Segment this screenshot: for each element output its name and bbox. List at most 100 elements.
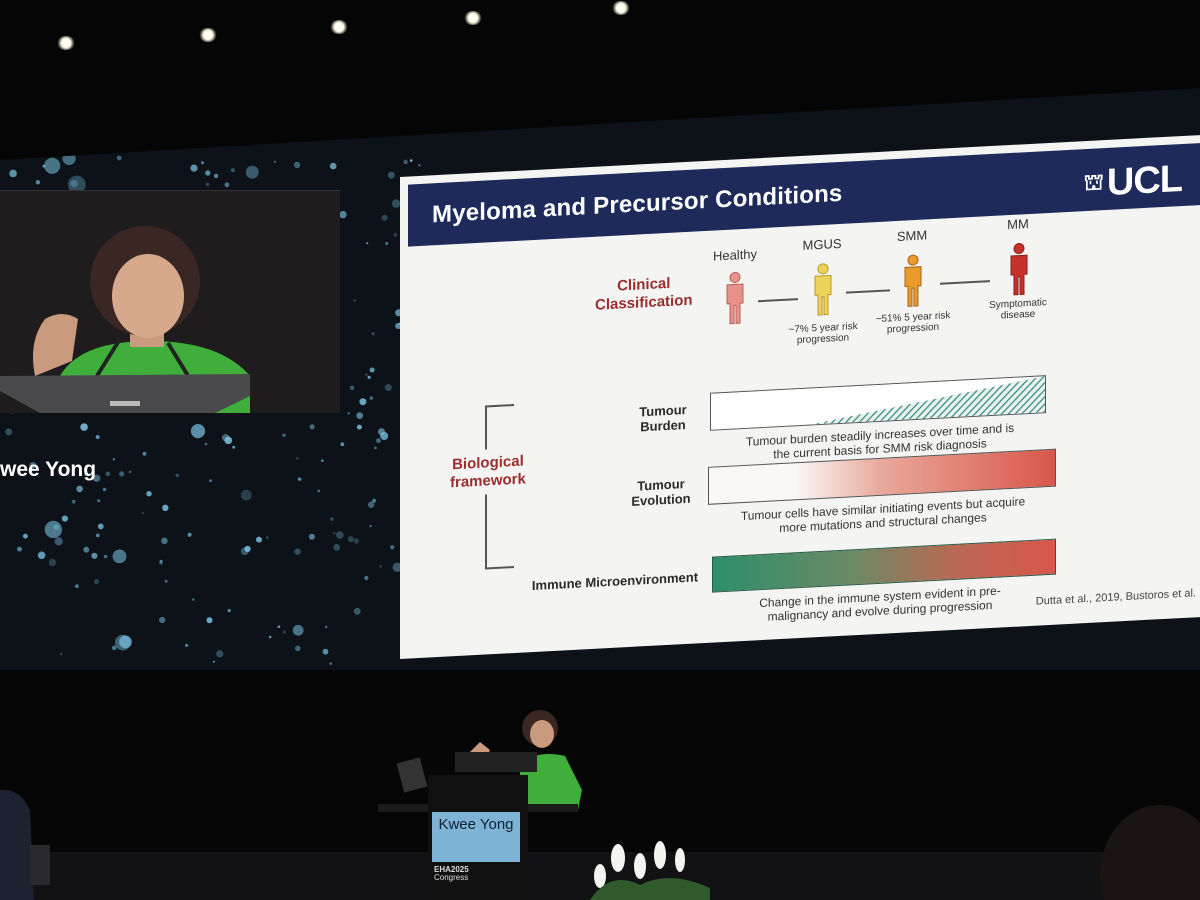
bokeh-dot <box>418 164 421 167</box>
bokeh-dot <box>308 533 315 540</box>
bokeh-dot <box>381 214 388 221</box>
bokeh-dot <box>192 598 195 601</box>
bokeh-dot <box>378 428 385 436</box>
bokeh-dot <box>330 517 334 521</box>
bokeh-dot <box>391 199 401 208</box>
bokeh-dot <box>48 558 57 567</box>
bokeh-dot <box>119 471 125 477</box>
bokeh-dot <box>116 155 122 161</box>
bokeh-dot <box>37 551 46 560</box>
row-label-line2: Evolution <box>631 490 691 509</box>
bokeh-dot <box>35 180 41 185</box>
stage-label: Healthy <box>712 246 758 264</box>
bokeh-dot <box>353 299 356 302</box>
row-label-burden: Tumour Burden <box>628 401 698 435</box>
bokeh-dot <box>227 608 231 613</box>
bokeh-dot <box>329 162 337 170</box>
stage-connector <box>940 280 990 285</box>
bokeh-dot <box>333 532 336 535</box>
bokeh-dot <box>159 559 163 563</box>
bokeh-dot <box>403 159 408 165</box>
framework-bracket <box>485 404 514 570</box>
bokeh-dot <box>44 157 61 174</box>
bokeh-dot <box>23 533 28 539</box>
bokeh-dot <box>392 562 402 572</box>
smm-person-icon <box>904 254 922 307</box>
bokeh-dot <box>349 385 355 391</box>
mgus-person-icon <box>814 263 832 316</box>
bokeh-dot <box>102 487 107 492</box>
stage-connector <box>846 289 890 294</box>
bokeh-dot <box>353 538 359 544</box>
ucl-portico-icon: ⛫ <box>1083 169 1103 196</box>
bokeh-dot <box>92 474 101 482</box>
bokeh-dot <box>209 479 212 482</box>
bokeh-dot <box>369 524 372 528</box>
stage-label: SMM <box>896 227 928 244</box>
stage-note: ~51% 5 year risk progression <box>858 309 968 337</box>
row-label-evolution: Tumour Evolution <box>626 475 696 509</box>
bokeh-dot <box>204 442 208 446</box>
bokeh-dot <box>61 515 68 522</box>
podium-logo-line1: EHA2025 <box>434 865 469 874</box>
bokeh-dot <box>103 554 108 559</box>
bokeh-dot <box>159 561 163 565</box>
ucl-logo-text: UCL <box>1106 158 1182 204</box>
bokeh-dot <box>356 424 362 430</box>
bokeh-dot <box>114 634 131 651</box>
bokeh-dot <box>205 170 211 176</box>
bokeh-dot <box>112 458 115 461</box>
bokeh-dot <box>385 241 389 246</box>
bokeh-dot <box>322 648 329 655</box>
bokeh-dot <box>54 537 63 546</box>
bokeh-dot <box>70 179 78 188</box>
bokeh-dot <box>293 161 301 169</box>
bokeh-dot <box>71 499 76 504</box>
bokeh-dot <box>294 548 301 555</box>
bokeh-dot <box>372 498 377 503</box>
bokeh-dot <box>97 523 104 530</box>
stage-connector <box>758 298 798 303</box>
bokeh-dot <box>244 545 251 552</box>
bokeh-dot <box>95 435 100 439</box>
bokeh-dot <box>175 473 180 478</box>
bokeh-dot <box>282 630 286 634</box>
bokeh-dot <box>187 532 192 537</box>
bokeh-dot <box>333 543 341 551</box>
bokeh-dot <box>216 650 224 658</box>
bokeh-dot <box>128 470 132 474</box>
bokeh-dot <box>164 579 168 583</box>
bokeh-dot <box>230 168 235 173</box>
bokeh-dot <box>162 504 169 511</box>
bokeh-dot <box>367 375 371 379</box>
bokeh-dot <box>75 584 79 589</box>
bokeh-dot <box>232 445 236 449</box>
bokeh-dot <box>292 624 304 636</box>
tumour-burden-bar <box>710 375 1046 431</box>
bokeh-dot <box>379 565 382 568</box>
bokeh-dot <box>297 477 302 481</box>
bokeh-dot <box>141 512 144 515</box>
bokeh-dot <box>387 171 395 179</box>
bokeh-dot <box>146 491 152 497</box>
bokeh-dot <box>368 501 375 508</box>
bokeh-dot <box>245 165 259 179</box>
ceiling-light <box>199 28 217 42</box>
ceiling-light <box>330 20 348 34</box>
bokeh-dot <box>161 537 168 545</box>
bokeh-dot <box>282 433 286 437</box>
bokeh-dot <box>80 423 88 431</box>
bokeh-dot <box>224 182 230 188</box>
bokeh-dot <box>256 536 262 543</box>
bokeh-dot <box>364 575 369 581</box>
bokeh-dot <box>190 424 206 439</box>
bokeh-dot <box>5 428 13 436</box>
bokeh-dot <box>9 169 17 178</box>
bokeh-dot <box>376 438 381 444</box>
bokeh-dot <box>365 373 368 376</box>
bokeh-dot <box>185 643 189 648</box>
bokeh-dot <box>339 210 347 219</box>
bokeh-dot <box>395 322 402 330</box>
bokeh-dot <box>296 457 299 460</box>
bokeh-dot <box>359 398 367 406</box>
